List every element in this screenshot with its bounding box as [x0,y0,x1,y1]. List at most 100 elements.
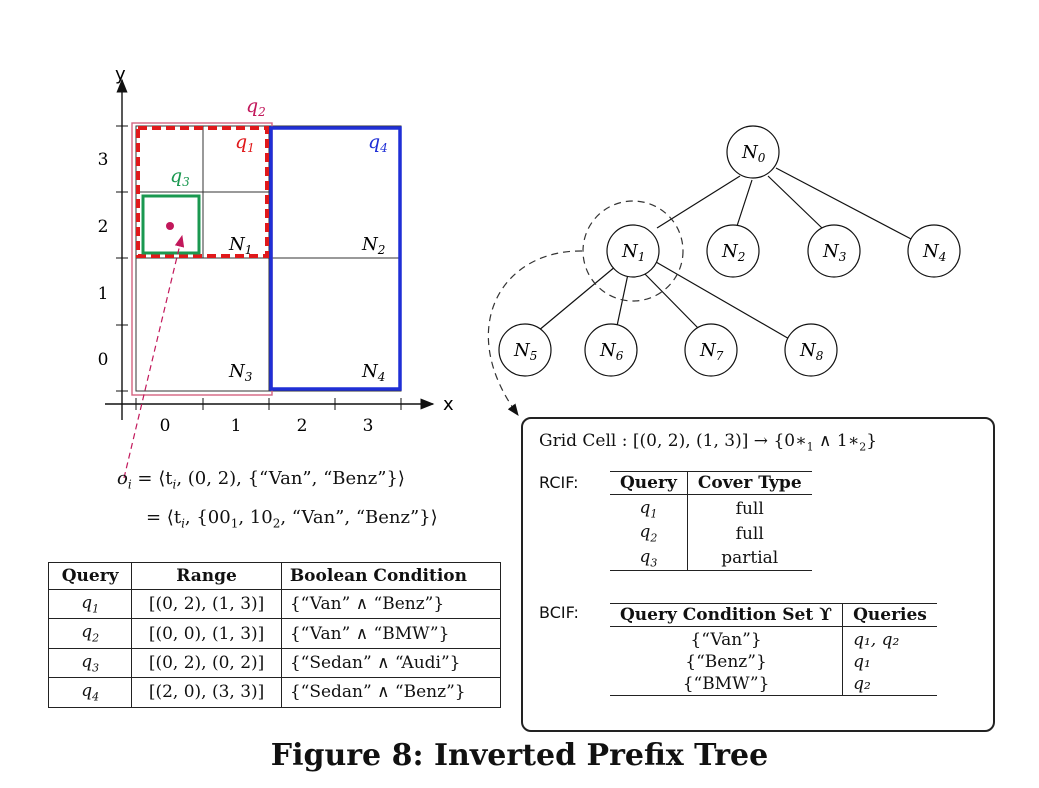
rcif-type-cell: full [735,523,764,544]
tree-node-n6: N6 [584,323,638,377]
svg-text:N7: N7 [699,340,724,363]
object-formula-line2: = ⟨ti, {001, 102, “Van”, “Benz”}⟩ [146,507,438,531]
bcif-set-cell: {“BMW”} [610,673,844,696]
svg-text:N8: N8 [799,340,824,363]
bcif-queries-cell: q₁, q₂ [853,630,900,650]
object-formula-line1: oi = ⟨ti, (0, 2), {“Van”, “Benz”}⟩ [117,468,405,492]
query-q2-rect [131,122,273,396]
figure-caption: Figure 8: Inverted Prefix Tree [270,738,769,773]
n1-highlight-circle [582,200,684,302]
object-line2-a: , {00 [184,507,231,528]
tree-node-n4: N4 [907,224,961,278]
query-table-header: Query Range Boolean Condition [47,562,502,590]
tree-edge [775,167,914,241]
range-cell: [(0, 2), (0, 2)] [131,647,282,679]
tree-edge [642,271,699,329]
object-rhs: = ⟨t [137,468,173,489]
query-q4-rect [269,126,402,391]
prefix-tree: N0 N1 N2 N3 N4 N5 N6 N7 [487,125,961,416]
range-cell: [(0, 2), (1, 3)] [131,588,282,620]
table-row: q3 partial [610,545,812,572]
tree-node-n0: N0 [726,125,780,179]
table-row: q3 [(0, 2), (0, 2)] {“Sedan” ∧ “Audi”} [47,647,502,679]
bcif-queries-cell: q₂ [842,673,937,696]
object-subscript: i [127,477,132,492]
table-row: {“Van”} q₁, q₂ [610,626,937,651]
svg-text:N2: N2 [721,241,745,264]
y-tick-label: 2 [98,217,109,237]
svg-text:N3: N3 [822,241,847,264]
grid-plot: x y 0 1 2 3 3 2 1 0 [98,64,454,479]
svg-text:N6: N6 [599,340,624,363]
tree-node-n8: N8 [784,323,838,377]
y-tick-label: 3 [98,150,109,170]
cell-label-n4: N4 [361,361,385,384]
query-cell: q1 [47,588,133,620]
bcif-header-queries: Queries [842,603,937,627]
rcif-query-cell: q2 [610,521,688,546]
y-tick-label: 0 [98,350,109,370]
query-q1-rect [136,126,269,258]
x-tick-label: 0 [160,416,171,436]
table-row: {“Benz”} q₁ [610,651,937,673]
query-cell: q4 [47,677,133,708]
cell-label-n1: N1 [228,234,252,257]
object-rhs-tail: , (0, 2), {“Van”, “Benz”}⟩ [176,468,405,489]
x-tick-label: 2 [297,416,308,436]
object-line2-prefix-sub: i [181,516,185,531]
header-query: Query [47,562,133,590]
condition-cell: {“Sedan” ∧ “Audi”} [280,647,502,679]
query-q1-label: q1 [235,131,255,155]
grid-cell-index-panel: Grid Cell : [(0, 2), (1, 3)] → {0∗1 ∧ 1∗… [521,417,995,732]
tree-node-n3: N3 [807,224,861,278]
header-boolean-condition: Boolean Condition [280,562,502,590]
y-tick-label: 1 [98,284,109,304]
object-pointer-arrow [123,234,185,479]
svg-text:N0: N0 [741,142,766,165]
rcif-type-cell: full [735,499,764,520]
svg-text:N1: N1 [621,241,645,264]
cell-label-n3: N3 [228,361,253,384]
x-tick-label: 1 [231,416,242,436]
x-tick-label: 3 [363,416,374,436]
cell-label-n2: N2 [361,234,385,257]
rcif-header-row: Query Cover Type [610,471,812,495]
rcif-header-cover-type: Cover Type [687,471,812,495]
table-row: q4 [(2, 0), (3, 3)] {“Sedan” ∧ “Benz”} [47,677,502,708]
n1-to-panel-arrow [487,250,583,416]
rcif-query-cell: q3 [610,545,688,572]
bcif-table: Query Condition Set ϒ Queries {“Van”} q₁… [610,603,937,696]
header-range: Range [131,562,282,590]
object-line2-tail: , “Van”, “Benz”}⟩ [280,507,438,528]
table-row: q1 [(0, 2), (1, 3)] {“Van” ∧ “Benz”} [47,588,502,620]
query-cell: q3 [47,647,133,679]
condition-cell: {“Van” ∧ “Benz”} [280,588,502,620]
bcif-label: BCIF: [539,603,579,622]
query-cell: q2 [47,618,133,649]
rcif-type-cell: partial [687,545,812,572]
object-symbol: o [117,468,128,489]
figure-canvas: x y 0 1 2 3 3 2 1 0 [98,64,961,479]
bcif-header-condition-set: Query Condition Set ϒ [610,603,844,627]
object-line2-b-sub: 2 [272,516,281,531]
object-line2-prefix: = ⟨t [146,507,182,528]
tree-node-n2: N2 [706,224,760,278]
query-q4-label: q4 [368,131,388,155]
object-rhs-subscript: i [172,477,177,492]
object-point [166,222,174,230]
query-table: Query Range Boolean Condition q1 [(0, 2)… [47,562,502,708]
condition-cell: {“Sedan” ∧ “Benz”} [280,677,502,708]
rcif-label: RCIF: [539,473,579,492]
bcif-set-cell: {“Benz”} [610,651,844,673]
query-q3-rect [141,194,201,255]
tree-edge [767,175,823,229]
bcif-header-row: Query Condition Set ϒ Queries [610,603,937,627]
tree-edge [537,265,617,332]
tree-edge [655,261,792,341]
svg-text:N4: N4 [922,241,946,264]
tree-edge [736,179,753,227]
condition-cell: {“Van” ∧ “BMW”} [280,618,502,649]
query-q3-label: q3 [170,165,190,189]
bcif-set-cell: {“Van”} [610,626,844,651]
rcif-header-query: Query [610,471,688,495]
